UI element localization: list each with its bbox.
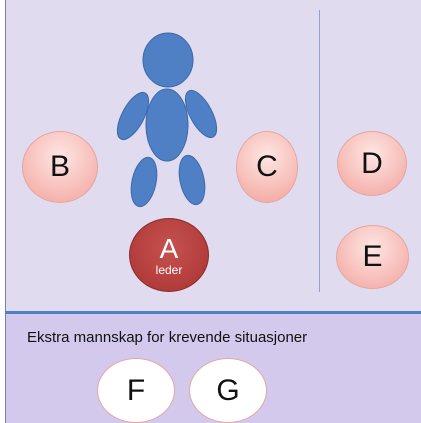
- node-c: C: [236, 131, 298, 203]
- node-a-leader: A leder: [129, 218, 209, 292]
- node-d: D: [337, 131, 407, 196]
- node-b-label: B: [49, 150, 70, 183]
- node-f-label: F: [126, 373, 146, 407]
- node-e-label: E: [362, 240, 383, 273]
- node-g: G: [189, 358, 267, 423]
- node-b: B: [22, 131, 98, 203]
- horizontal-divider: [5, 311, 421, 314]
- vertical-divider: [319, 10, 320, 292]
- node-g-label: G: [216, 373, 240, 407]
- node-c-label: C: [256, 150, 278, 183]
- node-a-sublabel: leder: [155, 263, 183, 277]
- node-d-label: D: [361, 146, 383, 180]
- extra-crew-caption: Ekstra mannskap for krevende situasjoner: [27, 329, 308, 346]
- node-e: E: [336, 225, 409, 289]
- node-f: F: [97, 358, 175, 423]
- node-a-label: A: [159, 233, 179, 264]
